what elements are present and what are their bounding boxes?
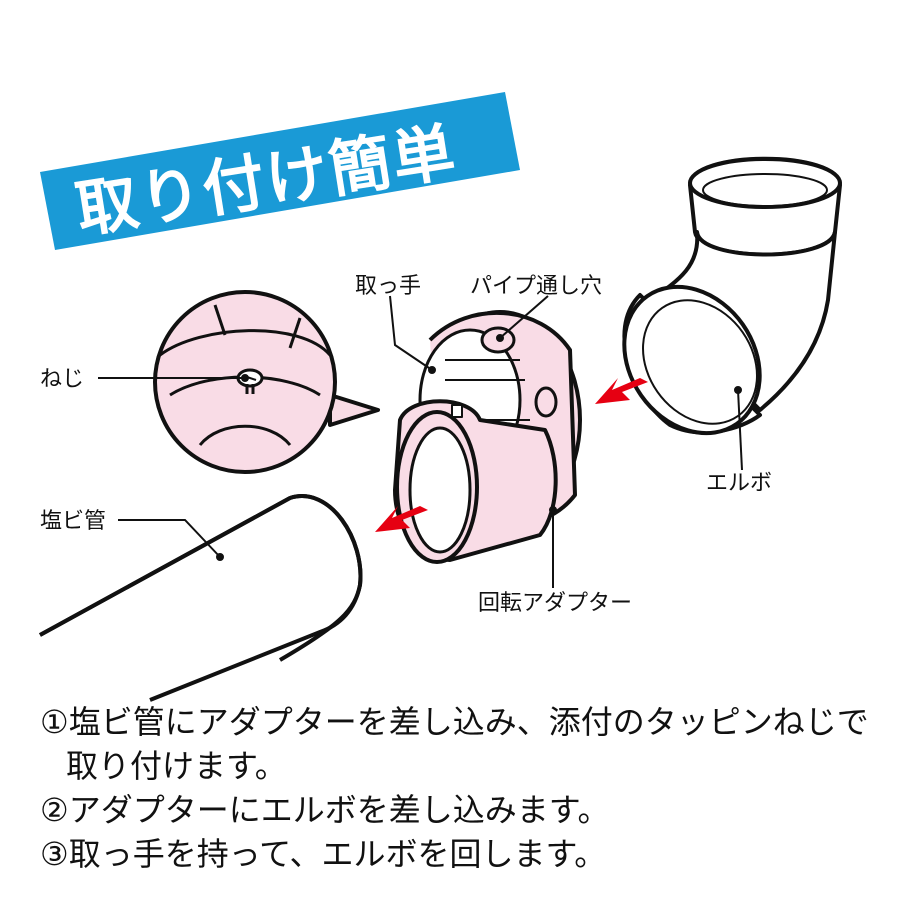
screw-icon	[236, 368, 264, 394]
title-banner: 取り付け簡単	[40, 92, 520, 250]
label-elbow: エルボ	[706, 471, 772, 496]
arrow-onto-pipe	[375, 506, 428, 532]
screw-callout	[153, 290, 380, 474]
rotary-adapter	[393, 310, 582, 564]
label-screw: ねじ	[40, 367, 84, 392]
arrow-into-adapter	[595, 378, 648, 404]
instruction-step-1-continued: 取り付けます。	[66, 747, 287, 785]
instructions: ①塩ビ管にアダプターを差し込み、添付のタッピンねじで 取り付けます。 ②アダプタ…	[40, 700, 880, 876]
label-pipe-hole: パイプ通し穴	[470, 274, 602, 299]
label-rotary-adapter: 回転アダプター	[478, 591, 632, 616]
instruction-step-2: ②アダプターにエルボを差し込みます。	[40, 791, 610, 829]
banner-background	[40, 92, 520, 250]
elbow-pipe	[622, 156, 842, 436]
leader-lines	[98, 295, 743, 588]
instruction-step-3: ③取っ手を持って、エルボを回します。	[40, 835, 607, 873]
pvc-pipe	[39, 494, 363, 702]
label-handle: 取っ手	[355, 274, 421, 299]
instruction-step-1: ①塩ビ管にアダプターを差し込み、添付のタッピンねじで	[40, 703, 869, 741]
label-pvc-pipe: 塩ビ管	[40, 509, 106, 534]
